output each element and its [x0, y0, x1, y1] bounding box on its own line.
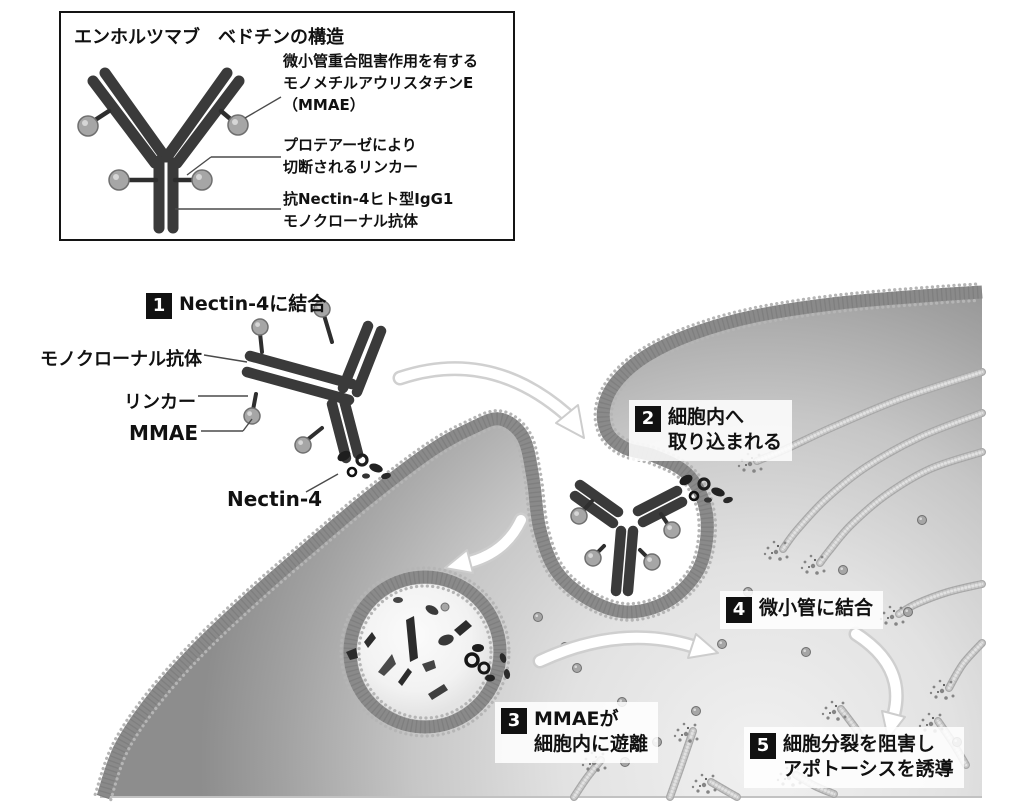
flow-arrows — [392, 361, 906, 740]
step-3-mmae-release: 3 MMAEが 細胞内に遊離 — [495, 702, 659, 764]
antibody-drug-conjugates — [241, 300, 733, 597]
step-2-text: 細胞内へ 取り込まれる — [668, 406, 783, 454]
step-4-text: 微小管に結合 — [759, 597, 874, 619]
structure-legend-box: エンホルツマブ ベドチンの構造 微小管重合阻害作用を有する モノメチルアウリスタ… — [59, 11, 515, 241]
annotation-antibody: 抗Nectin-4ヒト型IgG1 モノクローナル抗体 — [283, 190, 454, 230]
antibody-structure-illustration — [77, 67, 282, 234]
step-1-text: Nectin-4に結合 — [179, 293, 327, 315]
endosome-vesicle — [339, 566, 511, 738]
step-4-microtubule-binding: 4 微小管に結合 — [720, 591, 884, 629]
step-5-number: 5 — [750, 733, 776, 759]
label-mmae: MMAE — [129, 421, 198, 445]
label-connector-lines — [198, 354, 339, 493]
step-5-text: 細胞分裂を阻害し アポトーシスを誘導 — [783, 733, 954, 781]
structure-box-title: エンホルツマブ ベドチンの構造 — [74, 27, 344, 48]
label-monoclonal-antibody: モノクローナル抗体 — [40, 349, 202, 370]
step-1-number: 1 — [146, 293, 172, 319]
annotation-linker: プロテアーゼにより 切断されるリンカー — [283, 136, 419, 176]
step-3-number: 3 — [501, 708, 527, 734]
step-1-bind-nectin4: 1 Nectin-4に結合 — [146, 292, 326, 319]
label-linker: リンカー — [124, 392, 196, 413]
label-nectin4: Nectin-4 — [227, 487, 323, 511]
step-4-number: 4 — [726, 597, 752, 623]
cell-membrane — [93, 282, 983, 802]
step-2-internalization: 2 細胞内へ 取り込まれる — [629, 400, 793, 462]
step-5-apoptosis: 5 細胞分裂を阻害し アポトーシスを誘導 — [744, 727, 964, 789]
step-2-number: 2 — [635, 406, 661, 432]
annotation-mmae: 微小管重合阻害作用を有する モノメチルアウリスタチンE （MMAE） — [283, 52, 479, 114]
step-3-text: MMAEが 細胞内に遊離 — [534, 708, 649, 756]
